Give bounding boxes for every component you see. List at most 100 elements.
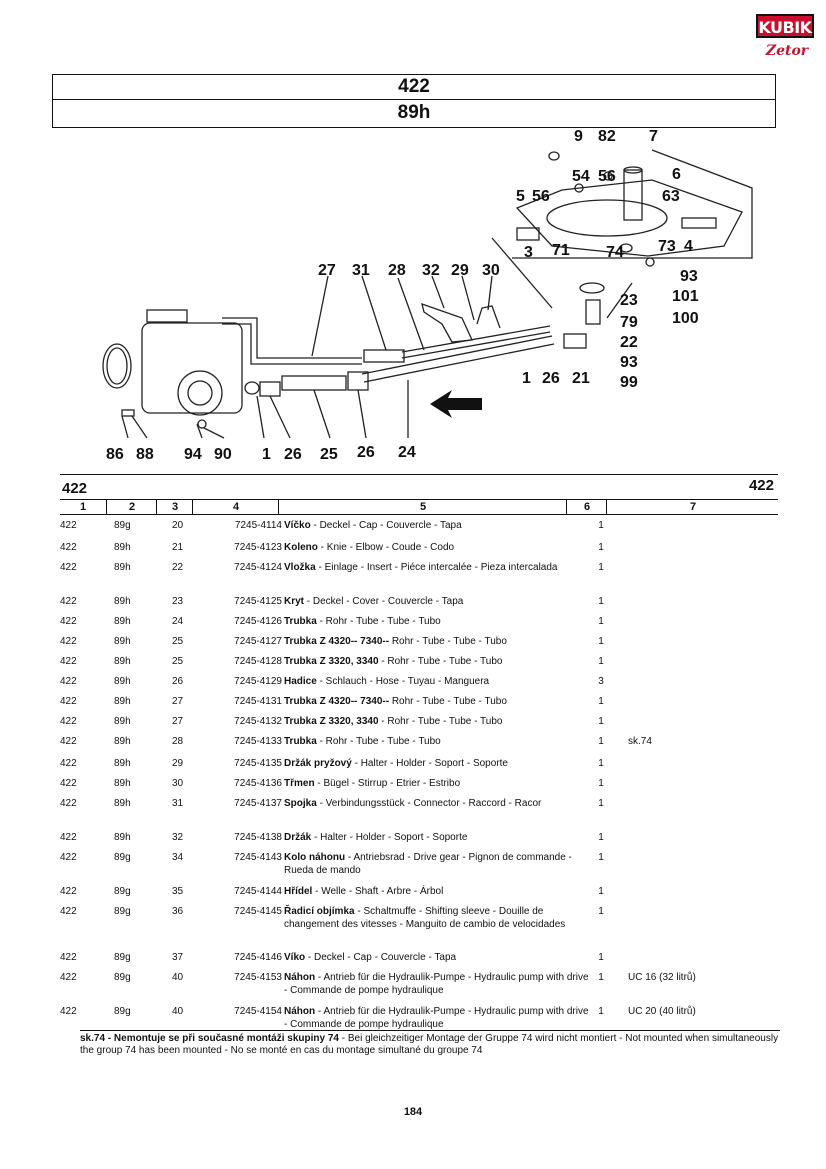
part-name: Víčko [284, 520, 311, 531]
cell-c3: 40 [172, 1006, 184, 1017]
cell-description: Koleno - Knie - Elbow - Coude - Codo [284, 541, 594, 554]
callout-100: 100 [672, 310, 699, 327]
table-column-header: 1 2 3 4 5 6 7 [60, 500, 778, 515]
callout-82: 82 [598, 128, 616, 145]
col-header-6: 6 [566, 500, 607, 514]
cell-c1: 422 [60, 972, 77, 983]
cell-description: Hadice - Schlauch - Hose - Tuyau - Mangu… [284, 675, 594, 688]
cell-c6: 1 [598, 778, 604, 789]
cell-description: Trubka - Rohr - Tube - Tube - Tubo [284, 735, 594, 748]
cell-c3: 27 [172, 696, 184, 707]
subgroup-number: 89h [52, 100, 776, 128]
cell-c4: 7245-4137 [234, 798, 282, 809]
part-translations: - Deckel - Cap - Couvercle - Tapa [310, 520, 462, 531]
cell-c6: 3 [598, 676, 604, 687]
cell-c6: 1 [598, 886, 604, 897]
cell-c3: 31 [172, 798, 184, 809]
cell-c3: 29 [172, 758, 184, 769]
part-name: Kryt [284, 596, 305, 607]
part-translations: Rohr - Tube - Tube - Tubo [389, 636, 507, 647]
cell-c7: UC 16 (32 litrů) [628, 972, 696, 983]
callout-79: 79 [620, 314, 638, 331]
direction-arrow-icon [430, 390, 482, 418]
cell-c2: 89g [114, 852, 131, 863]
part-translations: - Halter - Holder - Soport - Soporte [351, 758, 508, 769]
cell-description: Náhon - Antrieb für die Hydraulik-Pumpe … [284, 1005, 594, 1031]
cell-c2: 89g [114, 1006, 131, 1017]
part-name: Držák pryžový [284, 758, 352, 769]
part-name: Trubka Z 3320, 3340 [284, 716, 379, 727]
cell-c6: 1 [598, 656, 604, 667]
callout-63: 63 [662, 188, 680, 205]
part-name: Trubka [284, 616, 317, 627]
callout-30: 30 [482, 262, 500, 279]
cell-c2: 89h [114, 656, 131, 667]
cell-c4: 7245-4146 [234, 952, 282, 963]
cell-c2: 89h [114, 676, 131, 687]
cell-c1: 422 [60, 852, 77, 863]
table-group-right: 422 [748, 477, 774, 494]
cell-c3: 26 [172, 676, 184, 687]
pump-cover-outline [515, 179, 743, 257]
cell-description: Kolo náhonu - Antriebsrad - Drive gear -… [284, 851, 594, 877]
part-name: Hřídel [284, 886, 313, 897]
cell-c3: 32 [172, 832, 184, 843]
cell-c2: 89h [114, 832, 131, 843]
cell-c1: 422 [60, 562, 77, 573]
cell-c3: 21 [172, 542, 184, 553]
cell-c2: 89h [114, 562, 131, 573]
callout-4: 4 [684, 238, 693, 255]
table-group-left: 422 [62, 480, 88, 497]
callout-3: 3 [524, 244, 533, 261]
cell-c4: 7245-4126 [234, 616, 282, 627]
cell-description: Spojka - Verbindungsstück - Connector - … [284, 797, 594, 810]
cell-c2: 89h [114, 798, 131, 809]
cell-c1: 422 [60, 542, 77, 553]
cell-c6: 1 [598, 972, 604, 983]
cell-c3: 37 [172, 952, 184, 963]
part-name: Náhon [284, 972, 316, 983]
cell-c1: 422 [60, 886, 77, 897]
cell-c1: 422 [60, 656, 77, 667]
callout-24: 24 [398, 444, 416, 461]
callout-56: 56 [598, 168, 616, 185]
part-name: Držák [284, 832, 312, 843]
cell-c7: sk.74 [628, 736, 652, 747]
cell-c4: 7245-4127 [234, 636, 282, 647]
cell-c4: 7245-4114 [234, 520, 282, 531]
cell-c3: 25 [172, 636, 184, 647]
col-header-2: 2 [106, 500, 157, 514]
cell-c4: 7245-4138 [234, 832, 282, 843]
page-number: 184 [403, 1106, 423, 1118]
cell-c6: 1 [598, 616, 604, 627]
callout-54: 54 [572, 168, 590, 185]
cell-c3: 22 [172, 562, 184, 573]
cell-c4: 7245-4129 [234, 676, 282, 687]
cell-c2: 89h [114, 616, 131, 627]
callout-94: 94 [184, 446, 202, 463]
callout-31: 31 [352, 262, 370, 279]
cell-c2: 89g [114, 520, 131, 531]
cell-c1: 422 [60, 952, 77, 963]
part-translations: - Halter - Holder - Soport - Soporte [311, 832, 468, 843]
cell-c6: 1 [598, 636, 604, 647]
callout-1b: 1 [262, 446, 271, 463]
cell-description: Trubka Z 4320-- 7340-- Rohr - Tube - Tub… [284, 695, 594, 708]
cell-description: Hřídel - Welle - Shaft - Arbre - Árbol [284, 885, 594, 898]
callout-1: 1 [522, 370, 531, 387]
callout-99: 99 [620, 374, 638, 391]
cell-c3: 35 [172, 886, 184, 897]
cell-c4: 7245-4136 [234, 778, 282, 789]
part-name: Náhon [284, 1006, 316, 1017]
cell-c1: 422 [60, 716, 77, 727]
cell-c3: 24 [172, 616, 184, 627]
cell-description: Trubka Z 3320, 3340 - Rohr - Tube - Tube… [284, 655, 594, 668]
part-translations: - Welle - Shaft - Arbre - Árbol [312, 886, 444, 897]
footnote-text: - Bei gleichzeitiger Montage der Gruppe … [80, 1033, 779, 1056]
callout-26: 26 [542, 370, 560, 387]
cell-c3: 30 [172, 778, 184, 789]
cell-c3: 20 [172, 520, 184, 531]
cell-c1: 422 [60, 676, 77, 687]
cell-c6: 1 [598, 906, 604, 917]
part-translations: - Rohr - Tube - Tube - Tubo [378, 716, 503, 727]
